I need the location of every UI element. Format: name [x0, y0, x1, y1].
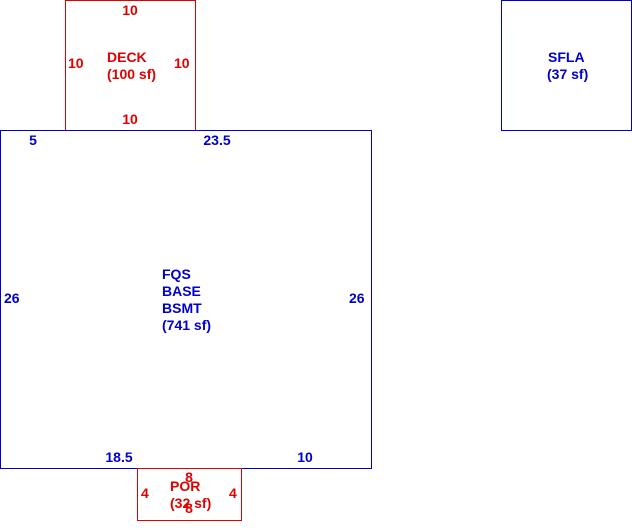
deck-dim-top: 10: [122, 2, 138, 18]
por-dim-bottom: 8: [185, 500, 193, 516]
porch-area: [137, 468, 242, 521]
por-area-label: (32 sf): [170, 495, 212, 511]
main-dim-bottom-right: 10: [297, 449, 313, 465]
por-dim-top: 8: [185, 469, 193, 485]
main-area-label: (741 sf): [162, 317, 212, 333]
deck-label: DECK: [107, 49, 147, 65]
deck-dim-bottom: 10: [122, 111, 138, 127]
por-dim-left: 4: [141, 485, 149, 501]
main-label-line3: BSMT: [162, 300, 202, 316]
por-label: POR: [170, 478, 201, 494]
por-dim-right: 4: [229, 485, 237, 501]
main-dim-top-left: 5: [29, 132, 37, 148]
main-label-line1: FQS: [162, 266, 191, 282]
main-dim-bottom-left: 18.5: [105, 449, 133, 465]
main-dim-left: 26: [4, 290, 20, 306]
sfla-label: SFLA: [548, 49, 585, 65]
deck-area-label: (100 sf): [107, 66, 157, 82]
main-dim-right: 26: [349, 290, 365, 306]
main-label-line2: BASE: [162, 283, 201, 299]
deck-dim-left: 10: [68, 55, 84, 71]
deck-dim-right: 10: [174, 55, 190, 71]
sfla-area-label: (37 sf): [547, 66, 589, 82]
main-dim-top-right: 23.5: [203, 132, 231, 148]
